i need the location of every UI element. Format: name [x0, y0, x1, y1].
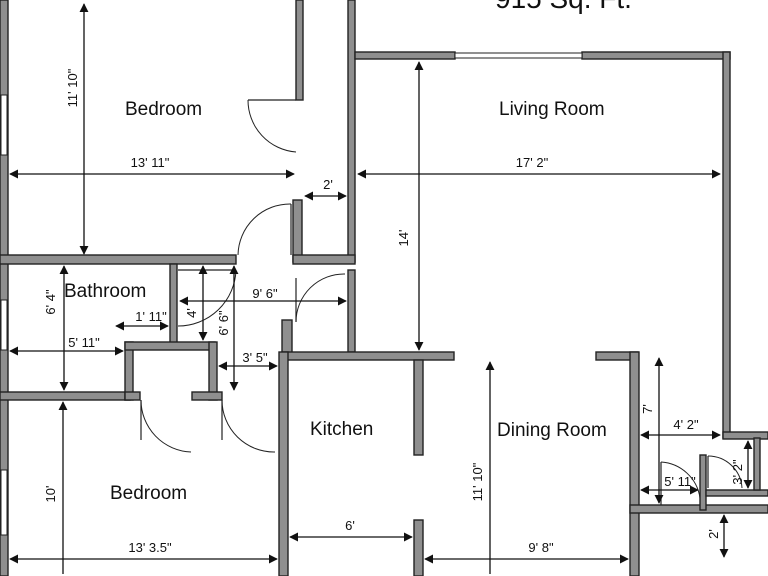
- wall-living-top-left: [354, 51, 456, 60]
- wall-closet-bottom-mid: [191, 391, 223, 401]
- dim-label-living-height: 14': [396, 230, 411, 247]
- window-bedroom-left: [0, 94, 8, 156]
- wall-hall-mid-stub: [281, 319, 293, 357]
- wall-closet-top: [124, 341, 216, 351]
- wall-bath-bottom: [0, 391, 131, 401]
- windows: [0, 52, 583, 536]
- wall-kitchen-bottom-stub: [413, 519, 424, 576]
- dim-label-closet-4-2: 4' 2": [673, 417, 699, 432]
- room-label-dining-room: Dining Room: [497, 420, 607, 441]
- window-bath-left: [0, 299, 8, 351]
- dim-label-hall-2ft: 2': [323, 177, 333, 192]
- wall-bath-divider: [169, 263, 178, 345]
- wall-hall-left-lower: [292, 199, 303, 263]
- dim-label-hall-4: 4': [184, 308, 199, 318]
- wall-bedroom-top-bottom: [0, 254, 237, 265]
- door-closet-far-arc: [707, 455, 743, 489]
- dim-label-closet-2: 2': [706, 529, 721, 539]
- wall-closet-left: [124, 341, 134, 401]
- dim-label-dining-width: 9' 8": [528, 540, 554, 555]
- door-bedroom-bottom-left-arc: [140, 399, 192, 453]
- wall-right-outer: [722, 51, 731, 439]
- dim-label-closet-3-2: 3' 2": [730, 459, 745, 485]
- dim-label-hall-9-6: 9' 6": [252, 286, 278, 301]
- wall-kitchen-stub: [413, 359, 424, 456]
- room-label-bedroom-top: Bedroom: [125, 99, 202, 120]
- wall-kitchen-top: [281, 351, 455, 361]
- room-label-bathroom: Bathroom: [64, 281, 146, 302]
- dim-label-bath-1-11: 1' 11": [135, 309, 167, 324]
- wall-closet-bottom: [629, 504, 768, 514]
- dimension-lines: [9, 3, 753, 574]
- wall-closet-bottom-left: [124, 391, 141, 401]
- wall-closet-right: [208, 341, 218, 401]
- room-label-living-room: Living Room: [499, 99, 605, 120]
- dim-label-bedroom-top-width: 13' 11": [131, 155, 170, 170]
- dim-label-closet-7: 7': [640, 404, 655, 414]
- dim-label-bath-5-11: 5' 11": [68, 335, 100, 350]
- door-hall-arc: [237, 203, 292, 256]
- wall-kitchen-left: [278, 351, 289, 576]
- door-bedroom-bottom-right-arc: [221, 399, 276, 453]
- wall-closet-inner-bar: [705, 489, 768, 497]
- wall-bedroom-top-right: [295, 0, 304, 101]
- doors: [140, 99, 743, 505]
- wall-hall-mid: [347, 269, 356, 353]
- dim-label-hall-6-6: 6' 6": [216, 310, 231, 336]
- dimension-labels: 11' 10" 13' 11" 2' 17' 2" 14' 6' 4" 9' 6…: [43, 68, 745, 555]
- room-label-bedroom-bottom: Bedroom: [110, 483, 187, 504]
- dim-label-bedroom-bottom-height: 10': [43, 486, 58, 503]
- wall-closet-inner: [699, 454, 707, 511]
- wall-closet-right-low: [753, 437, 761, 491]
- wall-living-top-right: [581, 51, 731, 60]
- wall-hall-bottom: [292, 254, 356, 265]
- room-labels: Bedroom Living Room Bathroom Kitchen Din…: [64, 99, 607, 504]
- dim-label-bedroom-bottom-width: 13' 3.5": [128, 540, 172, 555]
- area-title: 915 Sq. Ft.: [495, 0, 632, 14]
- dim-label-dining-height: 11' 10": [470, 462, 485, 501]
- door-bedroom-top-arc: [247, 99, 297, 153]
- wall-dining-right: [629, 351, 640, 576]
- dim-label-hall-3-5: 3' 5": [242, 350, 268, 365]
- window-bedroom-bottom-left: [0, 469, 8, 536]
- dim-label-kitchen-width: 6': [345, 518, 355, 533]
- dim-label-bath-height: 6' 4": [43, 289, 58, 315]
- door-closet-arc: [295, 273, 346, 323]
- window-living-top: [454, 52, 583, 59]
- room-label-kitchen: Kitchen: [310, 419, 373, 440]
- dim-label-bedroom-top-height: 11' 10": [65, 68, 80, 107]
- wall-right-step: [722, 431, 768, 440]
- wall-left-outer: [0, 0, 9, 576]
- dim-label-living-width: 17' 2": [516, 155, 549, 170]
- dim-label-closet-5-11: 5' 11": [664, 474, 696, 489]
- wall-hall-right: [347, 0, 356, 263]
